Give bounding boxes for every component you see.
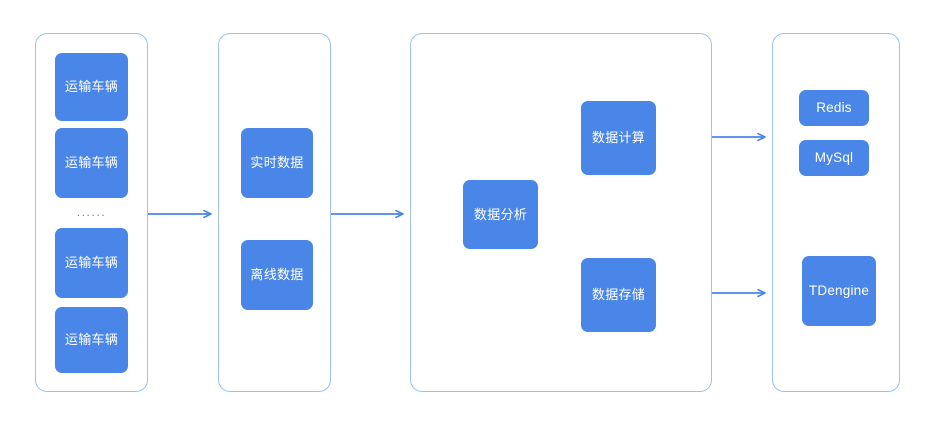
node-realtime-data[interactable]: 实时数据 bbox=[241, 128, 313, 198]
node-vehicle-ellipsis: ...... bbox=[76, 205, 107, 219]
node-mysql[interactable]: MySql bbox=[799, 140, 869, 176]
node-vehicle-4[interactable]: 运输车辆 bbox=[55, 307, 128, 373]
node-data-storage[interactable]: 数据存储 bbox=[581, 258, 656, 332]
node-tdengine[interactable]: TDengine bbox=[802, 256, 876, 326]
node-vehicle-3[interactable]: 运输车辆 bbox=[55, 228, 128, 298]
node-offline-data[interactable]: 离线数据 bbox=[241, 240, 313, 310]
node-vehicle-1[interactable]: 运输车辆 bbox=[55, 53, 128, 121]
node-redis[interactable]: Redis bbox=[799, 90, 869, 126]
node-data-analysis[interactable]: 数据分析 bbox=[463, 180, 538, 249]
group-analysis bbox=[410, 33, 712, 392]
group-store bbox=[772, 33, 900, 392]
node-data-compute[interactable]: 数据计算 bbox=[581, 101, 656, 175]
node-vehicle-2[interactable]: 运输车辆 bbox=[55, 128, 128, 198]
group-data bbox=[218, 33, 331, 392]
